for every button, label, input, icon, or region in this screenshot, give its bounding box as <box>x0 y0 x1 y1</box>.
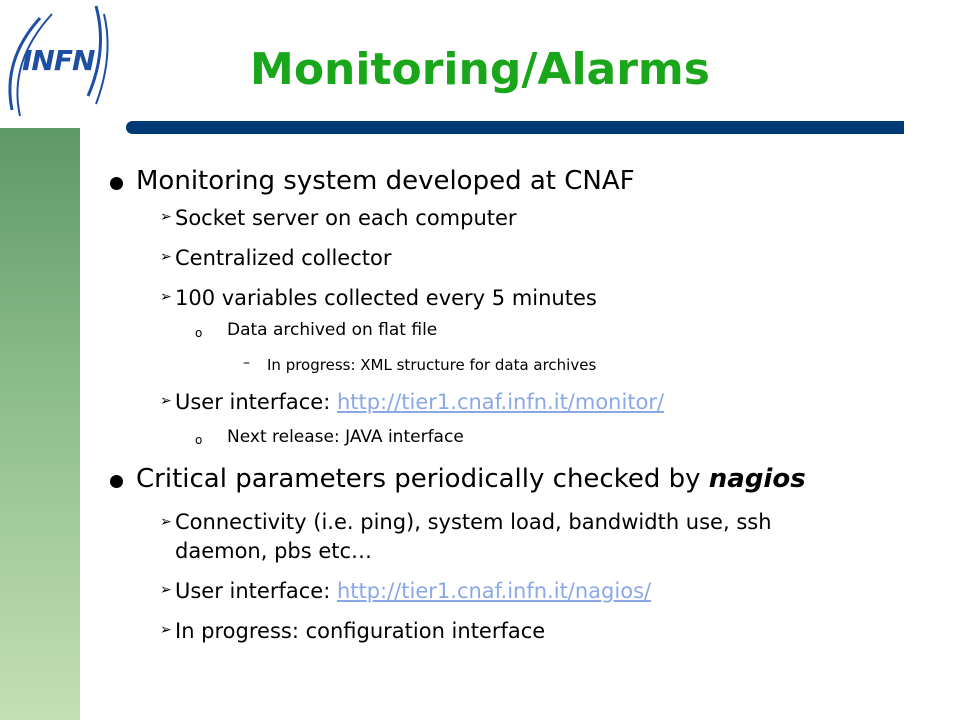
circle-bullet-icon: o <box>195 433 203 447</box>
arrow-bullet-icon: ➢ <box>160 393 172 409</box>
bullet-dot <box>110 177 123 190</box>
arrow-bullet-icon: ➢ <box>160 249 172 265</box>
arrow-bullet-icon: ➢ <box>160 622 172 638</box>
bullet-text: In progress: XML structure for data arch… <box>267 356 597 374</box>
bullet-text: Data archived on flat file <box>227 320 438 340</box>
bullet-text: Connectivity (i.e. ping), system load, b… <box>175 510 772 534</box>
ui-label: User interface: <box>175 579 337 603</box>
bullet-text: Monitoring system developed at CNAF <box>136 166 635 196</box>
ui-label: User interface: <box>175 390 337 414</box>
bullet-text: User interface: http://tier1.cnaf.infn.i… <box>175 579 651 603</box>
circle-bullet-icon: o <box>195 326 203 340</box>
title-underline-bar <box>126 121 904 134</box>
slide-title: Monitoring/Alarms <box>250 44 710 95</box>
bullet-text: In progress: configuration interface <box>175 619 546 643</box>
arrow-bullet-icon: ➢ <box>160 289 172 305</box>
logo-text: INFN <box>22 44 95 77</box>
bullet-text: Centralized collector <box>175 246 392 270</box>
nagios-link[interactable]: http://tier1.cnaf.infn.it/nagios/ <box>336 579 652 603</box>
dash-bullet-icon: – <box>243 355 250 371</box>
bullet-text: Next release: JAVA interface <box>227 427 464 447</box>
logo-arcs <box>8 5 109 117</box>
arrow-bullet-icon: ➢ <box>160 514 172 530</box>
bullet-prefix: Critical parameters periodically checked… <box>136 464 709 494</box>
bullet-text: User interface: http://tier1.cnaf.infn.i… <box>175 390 664 414</box>
infn-logo: INFN <box>0 0 112 128</box>
bullet-text: Socket server on each computer <box>175 206 517 230</box>
bullet-text-continued: daemon, pbs etc… <box>175 539 373 563</box>
bullet-dot <box>110 475 123 488</box>
arrow-bullet-icon: ➢ <box>160 209 172 225</box>
bullet-text: 100 variables collected every 5 minutes <box>175 286 597 310</box>
bullet-text: Critical parameters periodically checked… <box>136 464 806 494</box>
sidebar-gradient <box>0 128 80 720</box>
arrow-bullet-icon: ➢ <box>160 582 172 598</box>
nagios-emphasis: nagios <box>708 464 806 494</box>
monitor-link[interactable]: http://tier1.cnaf.infn.it/monitor/ <box>336 390 665 414</box>
